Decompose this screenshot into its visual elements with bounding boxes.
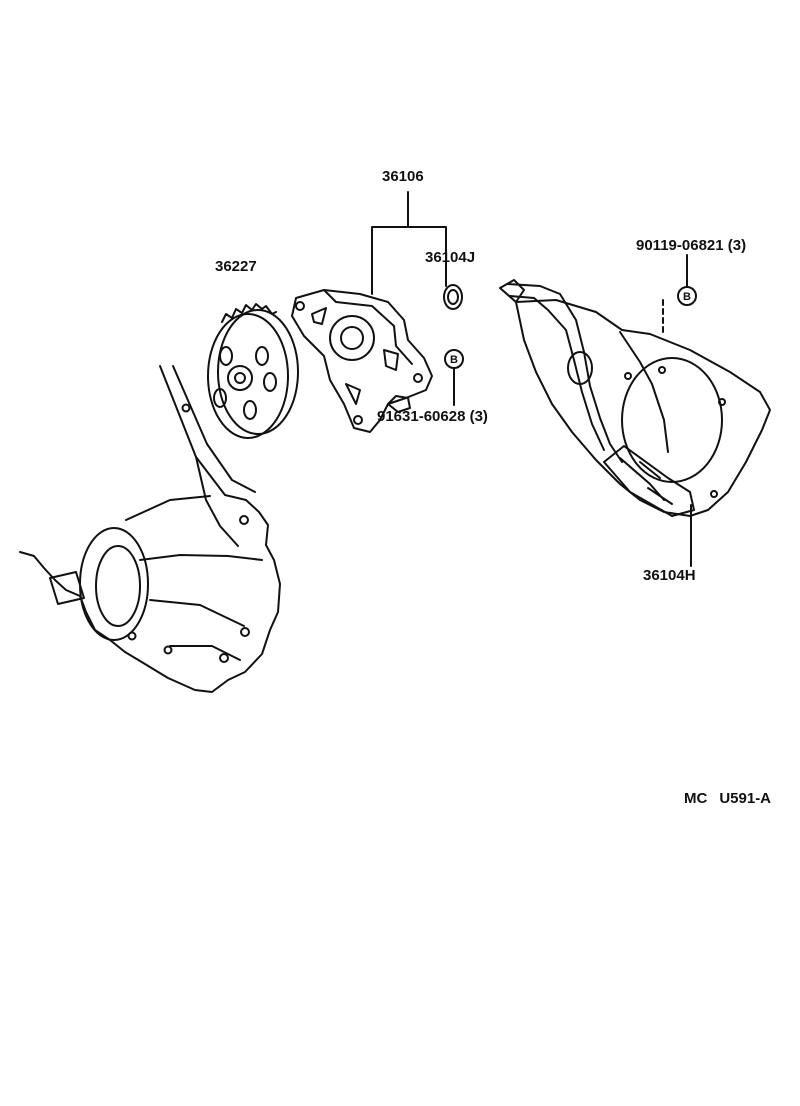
case-hole-e [163, 645, 173, 655]
cover-plate-36104h [499, 279, 771, 517]
pump-bolt-hole-c [353, 415, 363, 425]
part-label-cover-plate: 36104H [643, 567, 696, 584]
gear-teeth [221, 303, 277, 323]
case-rib-b [139, 554, 263, 561]
pump-assembly-36106 [291, 289, 433, 433]
pump-cutout-c [345, 383, 361, 405]
gear-hub [227, 365, 253, 391]
gear-rim-front [207, 313, 289, 439]
case-rib-d [169, 645, 241, 661]
pump-body [291, 289, 433, 433]
cover-harness-tube-2 [509, 295, 605, 451]
gear-hole-b [255, 346, 269, 366]
cover-connector-detail [619, 457, 673, 505]
gear-hole-d [243, 400, 257, 420]
cover-connector [603, 445, 695, 517]
callout-markers [444, 286, 697, 369]
part-label-drive-gear: 36227 [215, 258, 257, 275]
case-edge-b [195, 456, 239, 547]
case-hole-b [239, 515, 249, 525]
gear-hole-e [213, 388, 227, 408]
leader-lines [371, 191, 692, 567]
gear-hub-center [234, 372, 246, 384]
figure-code-value: U591-A [719, 790, 772, 807]
pump-bore-inner [340, 326, 364, 350]
pump-bore-outer [329, 315, 375, 361]
marker-b-upper-letter: B [683, 291, 691, 303]
cover-flange [619, 331, 669, 453]
o-ring-36104j [443, 284, 463, 310]
case-hole-a [181, 403, 191, 413]
part-label-bolt-lower: 91631-60628 (3) [377, 408, 488, 425]
case-boss [49, 571, 85, 605]
o-ring-inner [447, 289, 459, 305]
part-label-o-ring: 36104J [425, 249, 476, 266]
case-hole-c [240, 627, 250, 637]
pump-body-edge [323, 289, 413, 365]
gear-hole-c [263, 372, 277, 392]
case-bore-outer [79, 527, 149, 641]
case-hole-d [219, 653, 229, 663]
case-rib-c [149, 599, 245, 627]
cover-hole-b [658, 366, 666, 374]
gear-rim-back [217, 309, 299, 435]
figure-code: MC U591-A [684, 791, 771, 806]
case-outline [19, 365, 281, 693]
pump-bolt-hole-a [295, 301, 305, 311]
marker-b-lower-letter: B [450, 354, 458, 366]
marker-b-lower [444, 349, 464, 369]
marker-b-upper [677, 286, 697, 306]
part-label-pump-assembly: 36106 [382, 168, 424, 185]
pump-bolt-hole-b [413, 373, 423, 383]
cover-hole-c [718, 398, 726, 406]
drive-gear-36227 [207, 303, 299, 439]
case-bore-inner [95, 545, 141, 627]
pump-cutout-a [311, 307, 327, 325]
cover-grommet [567, 351, 593, 385]
case-edge-a [172, 365, 256, 493]
case-rib-a [125, 495, 211, 521]
cover-outline [515, 299, 771, 517]
cover-harness-end [499, 279, 525, 303]
o-ring-outer [443, 284, 463, 310]
cover-hole-d [710, 490, 718, 498]
pump-cutout-b [383, 349, 399, 371]
cover-hole-a [624, 372, 632, 380]
transmission-case [19, 365, 281, 693]
case-hole-f [127, 631, 137, 641]
pump-outlet [387, 395, 411, 413]
gear-hole-a [219, 346, 233, 366]
cover-opening [621, 357, 723, 483]
part-label-bolt-upper: 90119-06821 (3) [636, 237, 747, 254]
figure-code-prefix: MC [684, 790, 708, 807]
cover-harness-tube [507, 283, 623, 463]
leader-36106-bracket [371, 191, 447, 295]
